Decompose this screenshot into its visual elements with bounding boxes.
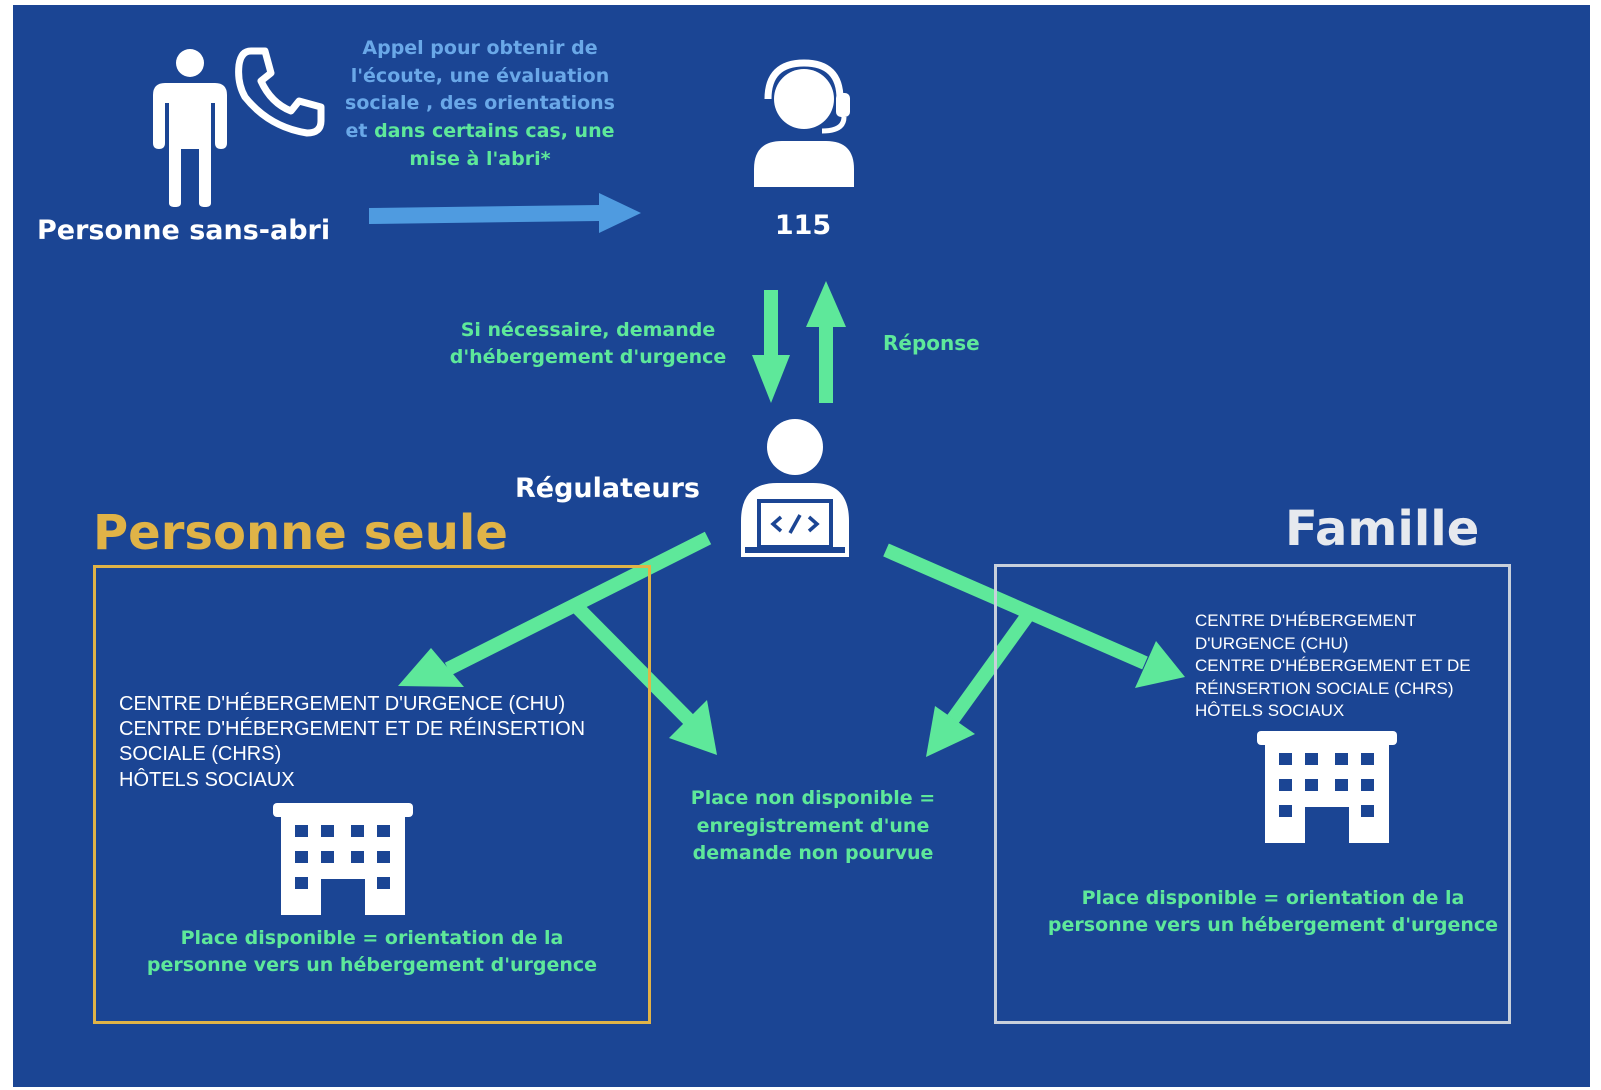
branch-right-head <box>1135 641 1185 688</box>
single-person-service-hotels: HÔTELS SOCIAUX <box>119 768 295 791</box>
call-description-line2: l'écoute, une évaluation <box>350 64 610 87</box>
single-person-outcome: Place disponible = orientation de la per… <box>95 925 649 979</box>
family-box <box>994 564 1511 1024</box>
response-arrow-up <box>806 281 846 403</box>
single-person-outcome-line2: personne vers un hébergement d'urgence <box>146 953 598 976</box>
family-outcome-line2: personne vers un hébergement d'urgence <box>1047 913 1499 936</box>
family-outcome: Place disponible = orientation de la per… <box>1017 885 1529 939</box>
request-line2: d'hébergement d'urgence <box>449 345 727 368</box>
call-arrow <box>369 193 641 233</box>
family-service-chu: CENTRE D'HÉBERGEMENT <box>1195 611 1417 630</box>
family-service-chrs: CENTRE D'HÉBERGEMENT ET DE <box>1195 656 1471 676</box>
call-description: Appel pour obtenir de l'écoute, une éval… <box>335 35 625 174</box>
branch-left-split-head <box>669 700 717 755</box>
call-description-line1: Appel pour obtenir de <box>362 37 598 59</box>
family-service-chu-cont: D'URGENCE (CHU) <box>1195 633 1349 653</box>
response-label: Réponse <box>883 331 980 355</box>
request-label: Si nécessaire, demande d'hébergement d'u… <box>433 317 743 371</box>
family-service-hotels: HÔTELS SOCIAUX <box>1195 701 1345 721</box>
single-person-service-chrs: CENTRE D'HÉBERGEMENT ET DE RÉINSERTION <box>119 718 586 741</box>
branch-right-main <box>883 543 1148 670</box>
call-description-line3: sociale , des orientations <box>345 92 615 115</box>
request-arrow-down <box>752 290 790 403</box>
unavailable-line2: enregistrement d'une <box>696 814 930 837</box>
building-icon <box>1257 731 1397 843</box>
call-description-line5: mise à l'abri* <box>409 147 551 170</box>
phone-icon <box>235 47 325 137</box>
laptop-code-user-icon <box>741 419 849 557</box>
request-line1: Si nécessaire, demande <box>460 319 716 341</box>
single-person-outcome-line1: Place disponible = orientation de la <box>180 927 564 949</box>
single-person-services: CENTRE D'HÉBERGEMENT D'URGENCE (CHU) CEN… <box>119 692 585 793</box>
single-person-service-chrs-cont: SOCIALE (CHRS) <box>119 743 282 766</box>
headset-operator-icon <box>754 59 854 187</box>
branch-right-split-head <box>926 706 975 757</box>
family-service-chrs-cont: RÉINSERTION SOCIALE (CHRS) <box>1195 678 1454 698</box>
single-person-box <box>93 565 651 1024</box>
branch-left-split <box>570 600 694 725</box>
unavailable-text: Place non disponible = enregistrement d'… <box>663 785 963 868</box>
family-outcome-line1: Place disponible = orientation de la <box>1081 887 1465 909</box>
single-person-title: Personne seule <box>93 505 508 561</box>
single-person-service-chu: CENTRE D'HÉBERGEMENT D'URGENCE (CHU) <box>119 693 566 715</box>
branch-right-split <box>947 610 1034 724</box>
call-description-line4-highlight: dans certains cas, une <box>374 120 615 143</box>
unavailable-line1: Place non disponible = <box>690 787 936 809</box>
diagram-panel: Personne sans-abri Appel pour obtenir de… <box>13 5 1590 1087</box>
caller-label: Personne sans-abri <box>37 215 331 246</box>
family-services: CENTRE D'HÉBERGEMENT D'URGENCE (CHU) CEN… <box>1195 610 1471 723</box>
building-icon <box>273 803 413 915</box>
family-title: Famille <box>1285 501 1480 557</box>
hotline-label: 115 <box>774 210 832 241</box>
unavailable-line3: demande non pourvue <box>692 842 934 865</box>
regulators-label: Régulateurs <box>515 473 700 504</box>
call-description-line4-prefix: et <box>345 120 368 143</box>
arrows-layer <box>369 193 1185 757</box>
person-icon <box>153 49 227 207</box>
branch-left-head <box>398 648 464 687</box>
